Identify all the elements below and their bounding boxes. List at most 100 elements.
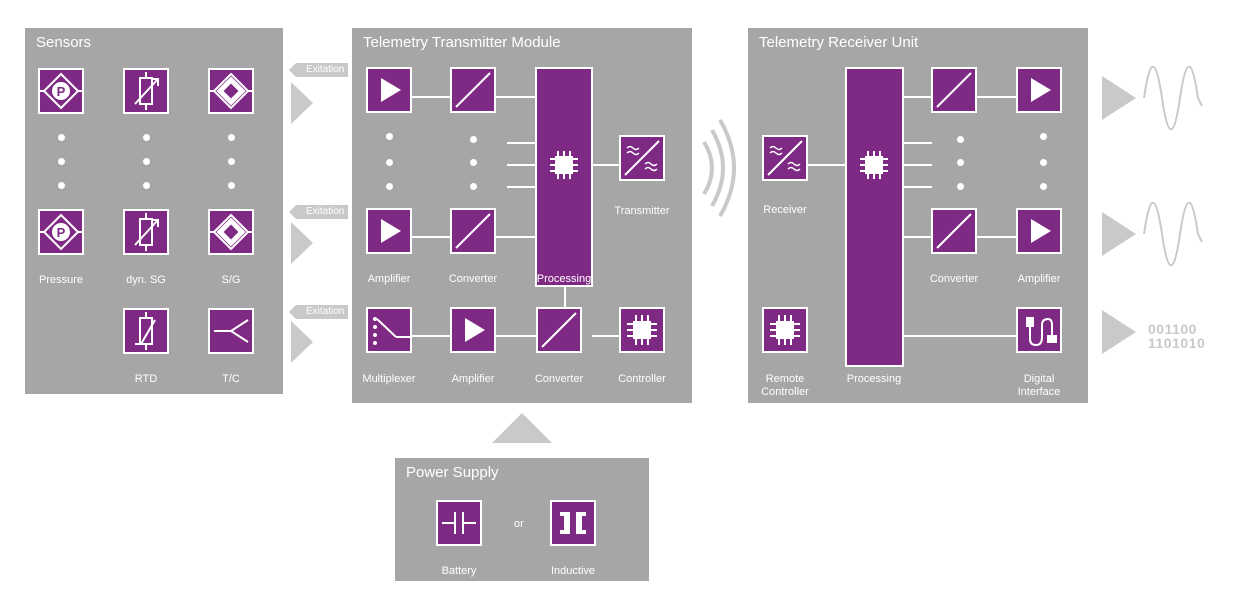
amplifier-label: Amplifier [367, 273, 411, 285]
dot [228, 158, 235, 165]
strain-gauge-icon [123, 209, 169, 255]
pressure-label: Pressure [38, 274, 84, 286]
dot [386, 183, 393, 190]
dot [143, 134, 150, 141]
sg-label: S/G [221, 274, 241, 286]
power-arrow [492, 413, 552, 443]
transmitter-title: Telemetry Transmitter Module [363, 34, 561, 51]
connector-line [496, 236, 536, 238]
receiver-label: Receiver [763, 204, 807, 216]
processing-label: Processing [536, 273, 592, 285]
amplifier-label: Amplifier [1017, 273, 1061, 285]
converter-icon [450, 67, 496, 113]
receiver-title: Telemetry Receiver Unit [759, 34, 919, 51]
digital-interface-label: Digital Interface [994, 373, 1084, 399]
inductive-label: Inductive [550, 565, 596, 577]
binary-output: 001100 1101010 [1148, 322, 1205, 350]
converter-icon [450, 208, 496, 254]
dot [58, 182, 65, 189]
processing-bar [535, 67, 593, 287]
digital-interface-icon [1016, 307, 1062, 353]
dot [58, 134, 65, 141]
thermocouple-icon [208, 308, 254, 354]
dot [957, 159, 964, 166]
remote-controller-label-line1: Remote [765, 373, 805, 385]
connector-line [592, 164, 620, 166]
connector-line [903, 142, 932, 144]
sensors-title: Sensors [36, 34, 92, 51]
wireless-signal-icon [702, 118, 736, 218]
power-supply-title: Power Supply [406, 464, 499, 481]
connector-line [903, 335, 1016, 337]
inductive-icon [550, 500, 596, 546]
battery-label: Battery [441, 565, 477, 577]
signal-arrow [291, 222, 313, 264]
dot [957, 183, 964, 190]
connector-line [903, 164, 932, 166]
tc-label: T/C [222, 373, 240, 385]
connector-line [412, 335, 450, 337]
amplifier-icon [366, 208, 412, 254]
output-arrow [1102, 310, 1136, 354]
svg-text:P: P [57, 84, 66, 99]
processing-bar [845, 67, 904, 367]
connector-line [496, 96, 536, 98]
amplifier-label: Amplifier [451, 373, 495, 385]
dot [386, 133, 393, 140]
dot [470, 183, 477, 190]
multiplexer-label: Multiplexer [362, 373, 416, 385]
chip-icon [860, 151, 888, 179]
binary-line-2: 1101010 [1148, 335, 1206, 351]
bridge-sensor-icon [208, 209, 254, 255]
dot [58, 158, 65, 165]
dot [470, 159, 477, 166]
controller-icon [619, 307, 665, 353]
connector-line [564, 287, 566, 308]
svg-text:P: P [57, 225, 66, 240]
converter-label: Converter [929, 273, 979, 285]
analog-signal-icon [1143, 66, 1203, 130]
dot [386, 159, 393, 166]
multiplexer-icon [366, 307, 412, 353]
processing-label: Processing [846, 373, 902, 385]
rtd-sensor-icon [123, 308, 169, 354]
remote-controller-icon [762, 307, 808, 353]
converter-icon [931, 208, 977, 254]
amplifier-icon [450, 307, 496, 353]
battery-icon [436, 500, 482, 546]
digital-interface-label-line2: Interface [1017, 386, 1061, 398]
excitation-tag: Exitation [288, 63, 349, 77]
or-label: or [514, 518, 524, 530]
connector-line [903, 96, 932, 98]
bridge-sensor-icon [208, 68, 254, 114]
converter-label: Converter [534, 373, 584, 385]
dot [957, 136, 964, 143]
connector-line [808, 164, 846, 166]
rtd-label: RTD [134, 373, 158, 385]
strain-gauge-icon [123, 68, 169, 114]
dot [1040, 183, 1047, 190]
connector-line [507, 164, 536, 166]
connector-line [496, 335, 536, 337]
connector-line [903, 236, 932, 238]
amplifier-icon [1016, 208, 1062, 254]
receiver-panel: Telemetry Receiver Unit Receiver [748, 28, 1088, 403]
output-arrow [1102, 212, 1136, 256]
pressure-sensor-icon: P [38, 209, 84, 255]
dot [143, 158, 150, 165]
dot [1040, 133, 1047, 140]
dot [1040, 159, 1047, 166]
receiver-icon [762, 135, 808, 181]
converter-label: Converter [448, 273, 498, 285]
dot [470, 136, 477, 143]
connector-line [507, 142, 536, 144]
connector-line [507, 186, 536, 188]
power-supply-panel: Power Supply or Battery Inductive [395, 458, 649, 581]
connector-line [903, 186, 932, 188]
connector-line [592, 335, 620, 337]
connector-line [412, 236, 450, 238]
transmitter-label: Transmitter [614, 205, 670, 217]
controller-label: Controller [618, 373, 666, 385]
transmitter-icon [619, 135, 665, 181]
sensors-panel: Sensors P P [25, 28, 283, 394]
